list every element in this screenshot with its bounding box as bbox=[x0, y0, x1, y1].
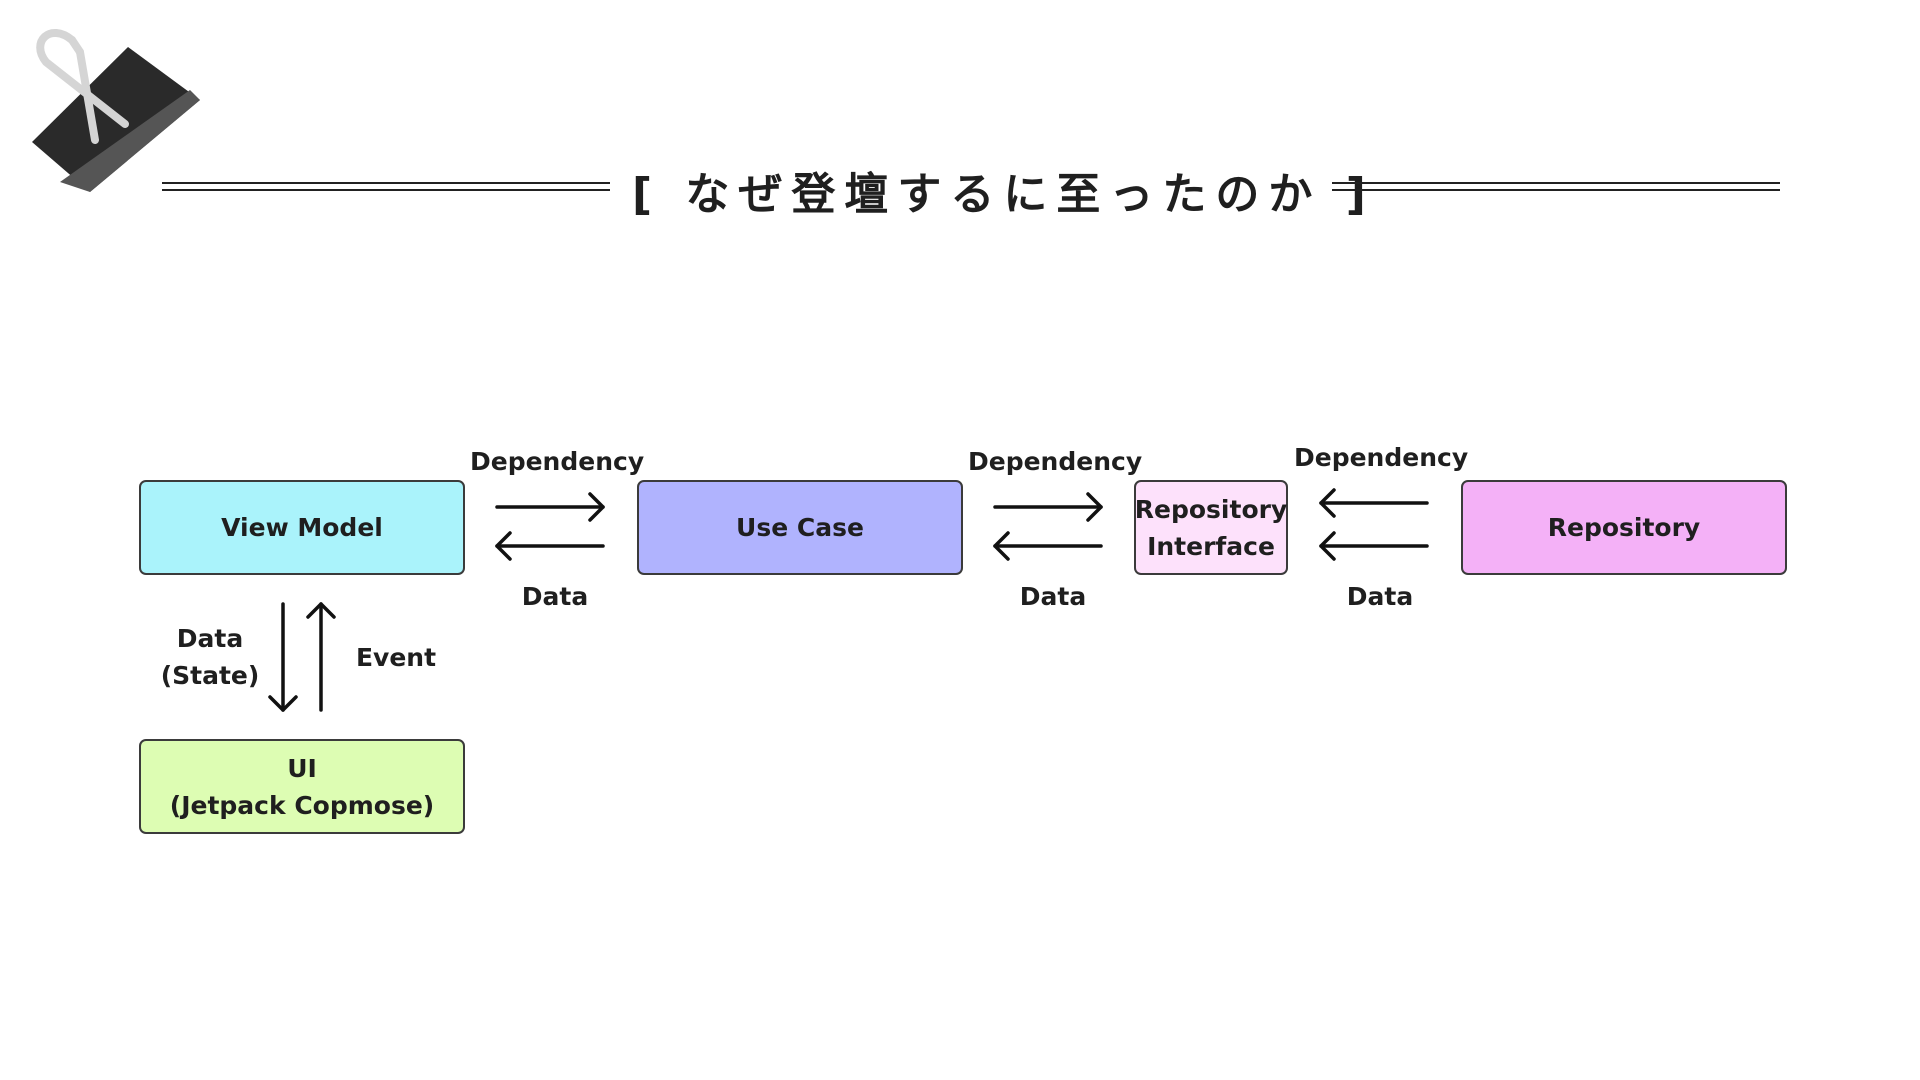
node-use-case-label: Use Case bbox=[736, 513, 864, 542]
node-ui-line2: (Jetpack Copmose) bbox=[169, 790, 435, 820]
arrow-uc-to-vm bbox=[495, 531, 605, 561]
edge-label-vm-ui-event: Event bbox=[355, 643, 437, 672]
page-title: [ なぜ登壇するに至ったのか ] bbox=[632, 169, 1375, 220]
arrow-ri-to-uc bbox=[993, 531, 1103, 561]
edge-label-vm-uc-dependency: Dependency bbox=[470, 447, 645, 476]
arrow-repo-dependency bbox=[1319, 488, 1429, 518]
arrow-repo-data bbox=[1319, 531, 1429, 561]
edge-label-repo-dependency: Dependency bbox=[1294, 443, 1469, 472]
node-repository: Repository bbox=[1461, 480, 1787, 575]
arrow-ui-to-vm bbox=[306, 602, 336, 712]
arrow-vm-to-ui bbox=[268, 602, 298, 712]
node-repository-label: Repository bbox=[1547, 513, 1701, 542]
node-view-model-label: View Model bbox=[221, 513, 383, 542]
title-rule-right bbox=[1332, 182, 1780, 191]
binder-clip-icon bbox=[20, 12, 210, 202]
node-ui: UI (Jetpack Copmose) bbox=[139, 739, 465, 834]
node-view-model: View Model bbox=[139, 480, 465, 575]
edge-label-repo-data: Data bbox=[1346, 582, 1414, 611]
node-ui-line1: UI bbox=[287, 753, 317, 783]
node-repository-interface: Repository Interface bbox=[1134, 480, 1288, 575]
node-use-case: Use Case bbox=[637, 480, 963, 575]
title-row: [ なぜ登壇するに至ったのか ] bbox=[162, 150, 1780, 222]
arrow-vm-to-uc bbox=[495, 492, 605, 522]
edge-label-uc-ri-data: Data bbox=[1019, 582, 1087, 611]
node-repository-interface-line2: Interface bbox=[1147, 531, 1275, 561]
arrow-uc-to-ri bbox=[993, 492, 1103, 522]
edge-label-vm-uc-data: Data bbox=[521, 582, 589, 611]
edge-label-vm-ui-state: (State) bbox=[160, 661, 260, 690]
title-rule-left bbox=[162, 182, 610, 191]
edge-label-vm-ui-data: Data bbox=[176, 624, 244, 653]
node-repository-interface-line1: Repository bbox=[1134, 494, 1288, 524]
edge-label-uc-ri-dependency: Dependency bbox=[968, 447, 1143, 476]
